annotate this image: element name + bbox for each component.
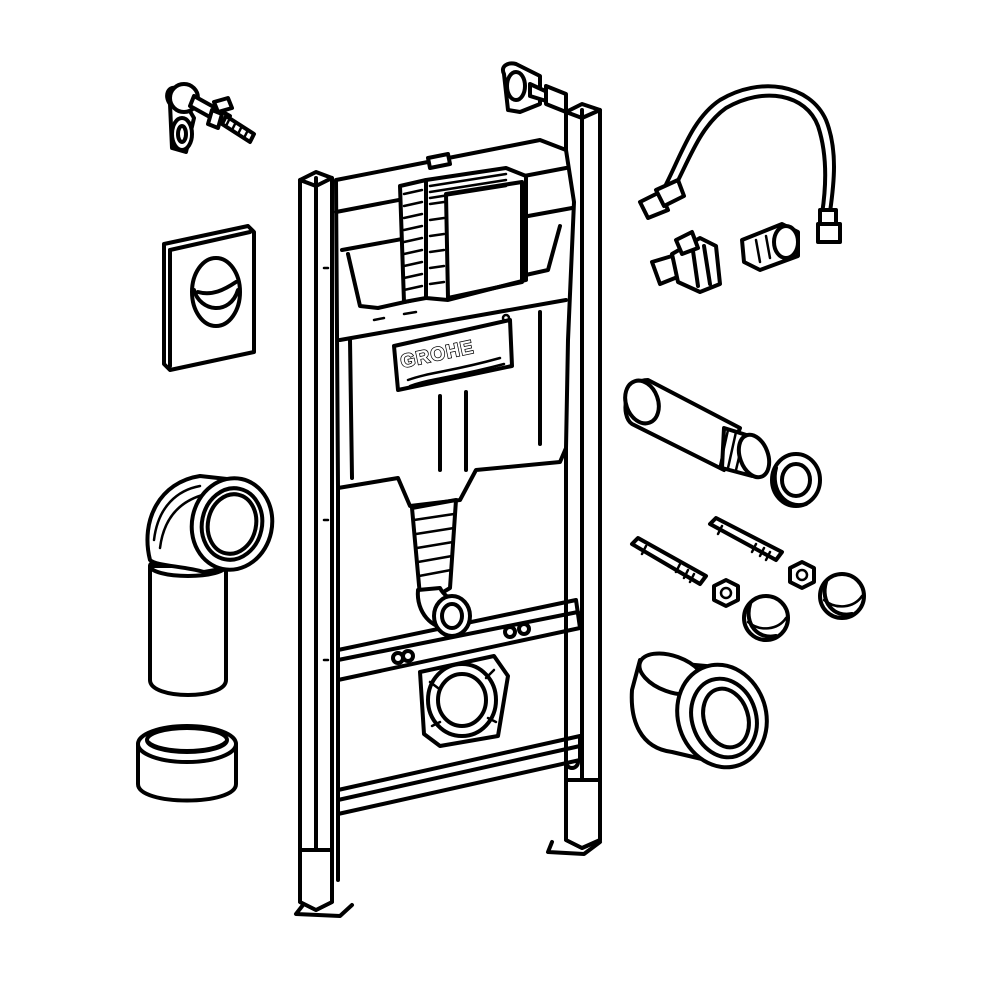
flush-valve-block [398,152,528,304]
installation-frame [294,61,602,918]
straight-pan-connector [629,651,769,770]
cover-cap-left [742,594,790,642]
frame-crossbar-lower [336,734,582,816]
frame-top-bracket [501,61,568,114]
frame-right-upright [546,102,602,856]
angle-valve-fitting [650,230,722,294]
frame-left-upright [294,170,354,918]
concealed-cistern: GROHE [334,138,576,748]
flush-pipe [623,378,772,480]
hex-nut-right [788,560,816,590]
wall-anchor-bolt [165,82,256,154]
fixing-bolt-left [630,536,708,586]
pipe-seal-ring [770,452,822,508]
flush-outlet-pipe [410,498,472,638]
brand-logo: GROHE [392,313,514,392]
fixing-bolt-right [708,516,784,562]
compression-nut [740,222,800,272]
pan-connector-bend [145,474,275,697]
pan-connector-bracket [418,654,510,748]
collar-ring [136,724,238,803]
flexible-hose [638,84,842,244]
cover-cap-right [818,572,866,620]
flush-plate [162,224,256,372]
hex-nut-left [712,578,740,608]
